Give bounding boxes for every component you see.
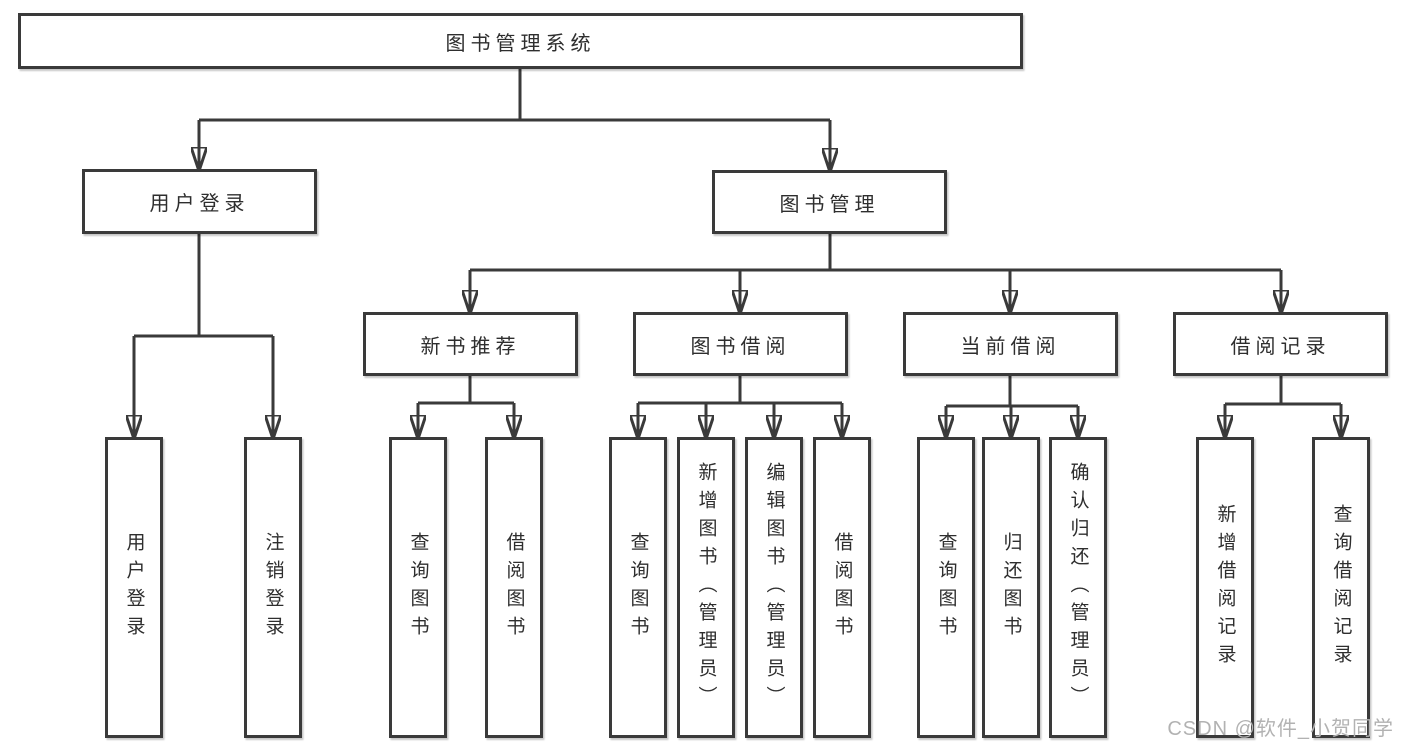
- node-label: 新增图书（管理员）: [695, 461, 717, 714]
- connector-book-borrow-children: [638, 376, 842, 437]
- node-label: 注销登录: [262, 531, 284, 644]
- leaf-edit-book-admin: 编辑图书（管理员）: [745, 437, 803, 738]
- node-label: 确认归还（管理员）: [1067, 461, 1089, 714]
- node-new-book-recommendation: 新书推荐: [363, 312, 578, 376]
- node-user-login: 用户登录: [82, 169, 317, 234]
- node-label: 归还图书: [1000, 531, 1022, 644]
- node-label: 新书推荐: [420, 335, 521, 358]
- connector-book-management-children: [470, 234, 1281, 312]
- connector-new-book-children: [418, 376, 514, 437]
- node-label: 当前借阅: [960, 335, 1061, 358]
- node-borrowing-records: 借阅记录: [1173, 312, 1388, 376]
- node-label: 借阅记录: [1230, 335, 1331, 358]
- leaf-borrow-books-borrowing: 借阅图书: [813, 437, 871, 738]
- node-label: 查询图书: [935, 531, 957, 644]
- node-label: 用户登录: [123, 531, 145, 644]
- connector-borrow-records-children: [1225, 376, 1341, 437]
- leaf-query-books-current: 查询图书: [917, 437, 975, 738]
- leaf-query-books-recommend: 查询图书: [389, 437, 447, 738]
- node-label: 查询图书: [627, 531, 649, 644]
- connector-root-to-level2: [199, 69, 830, 170]
- csdn-watermark: CSDN @软件_小贺同学: [1167, 718, 1394, 740]
- node-book-management: 图书管理: [712, 170, 947, 234]
- node-label: 用户登录: [149, 193, 250, 215]
- connector-user-login-children: [134, 234, 273, 437]
- node-label: 查询借阅记录: [1330, 503, 1352, 672]
- node-library-management-system: 图书管理系统: [18, 13, 1023, 69]
- node-book-borrowing: 图书借阅: [633, 312, 848, 376]
- leaf-logout: 注销登录: [244, 437, 302, 738]
- node-label: 新增借阅记录: [1214, 503, 1236, 672]
- leaf-add-book-admin: 新增图书（管理员）: [677, 437, 735, 738]
- node-label: 借阅图书: [831, 531, 853, 644]
- node-label: 编辑图书（管理员）: [763, 461, 785, 714]
- leaf-add-borrow-record: 新增借阅记录: [1196, 437, 1254, 738]
- leaf-user-login: 用户登录: [105, 437, 163, 738]
- node-label: 图书借阅: [690, 335, 791, 358]
- leaf-borrow-books-recommend: 借阅图书: [485, 437, 543, 738]
- leaf-query-books-borrowing: 查询图书: [609, 437, 667, 738]
- leaf-return-books: 归还图书: [982, 437, 1040, 738]
- node-label: 查询图书: [407, 531, 429, 644]
- leaf-confirm-return-admin: 确认归还（管理员）: [1049, 437, 1107, 738]
- node-label: 图书管理系统: [445, 32, 596, 55]
- node-current-borrowing: 当前借阅: [903, 312, 1118, 376]
- node-label: 借阅图书: [503, 531, 525, 644]
- node-label: 图书管理: [779, 193, 880, 216]
- leaf-query-borrow-record: 查询借阅记录: [1312, 437, 1370, 738]
- connector-current-borrow-children: [946, 376, 1078, 437]
